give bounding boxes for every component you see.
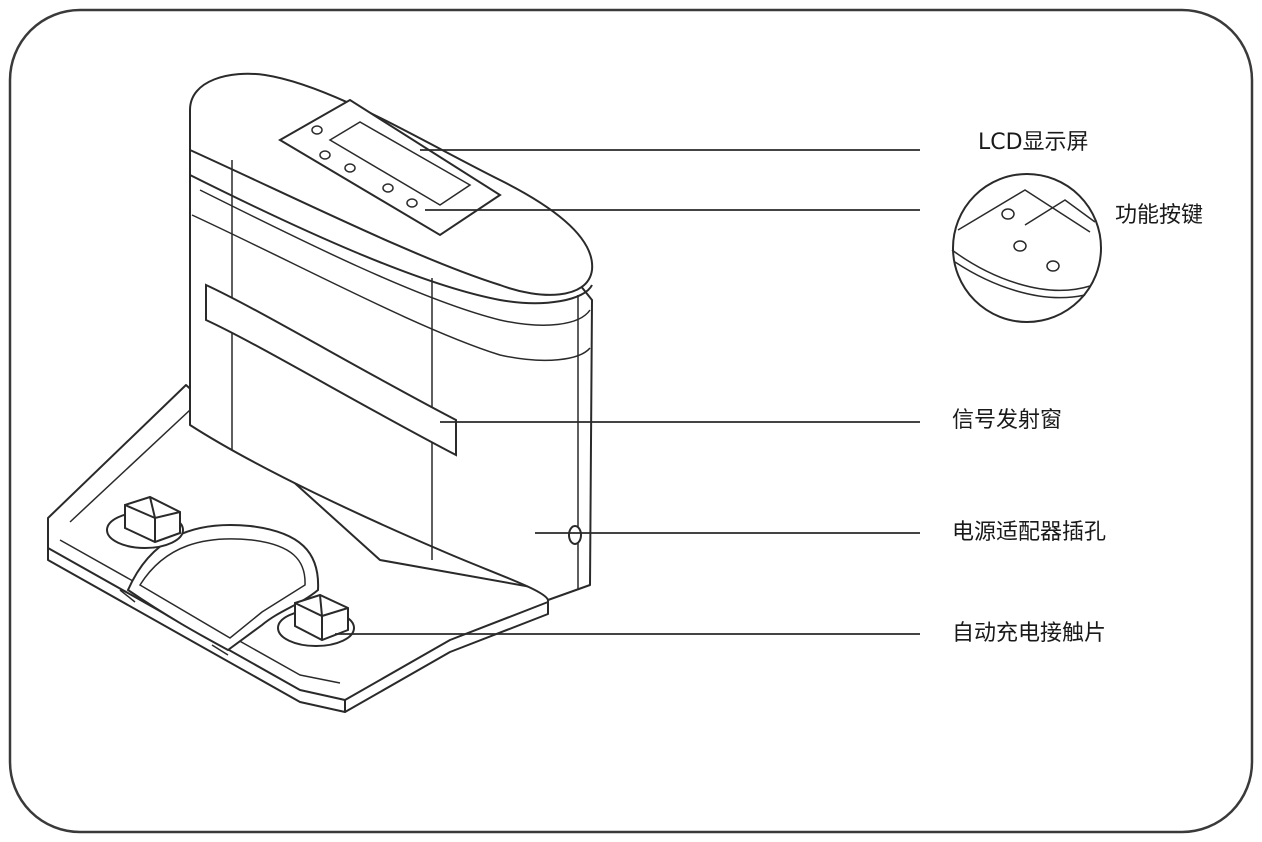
label-lcd-screen: LCD显示屏: [978, 130, 1089, 155]
button-2-icon: [319, 150, 331, 160]
label-power-jack: 电源适配器插孔: [952, 520, 1107, 545]
label-function-buttons: 功能按键: [1115, 203, 1204, 228]
signal-window: [205, 283, 457, 457]
charging-contact-right: [277, 593, 355, 647]
label-charging-contacts: 自动充电接触片: [952, 621, 1107, 646]
button-4-icon: [382, 183, 394, 193]
button-1-icon: [311, 125, 323, 135]
button-zoom-inset: [951, 173, 1102, 323]
power-jack-icon: [568, 525, 582, 545]
charging-contact-left: [106, 495, 184, 549]
base-cutout: [126, 524, 320, 652]
button-5-icon: [406, 198, 418, 208]
leader-lines: [335, 149, 920, 635]
label-signal-window: 信号发射窗: [952, 408, 1063, 433]
diagram-frame: [8, 8, 1254, 834]
lcd-panel: [278, 98, 502, 237]
button-3-icon: [344, 163, 356, 173]
function-button-icons: [311, 125, 418, 208]
